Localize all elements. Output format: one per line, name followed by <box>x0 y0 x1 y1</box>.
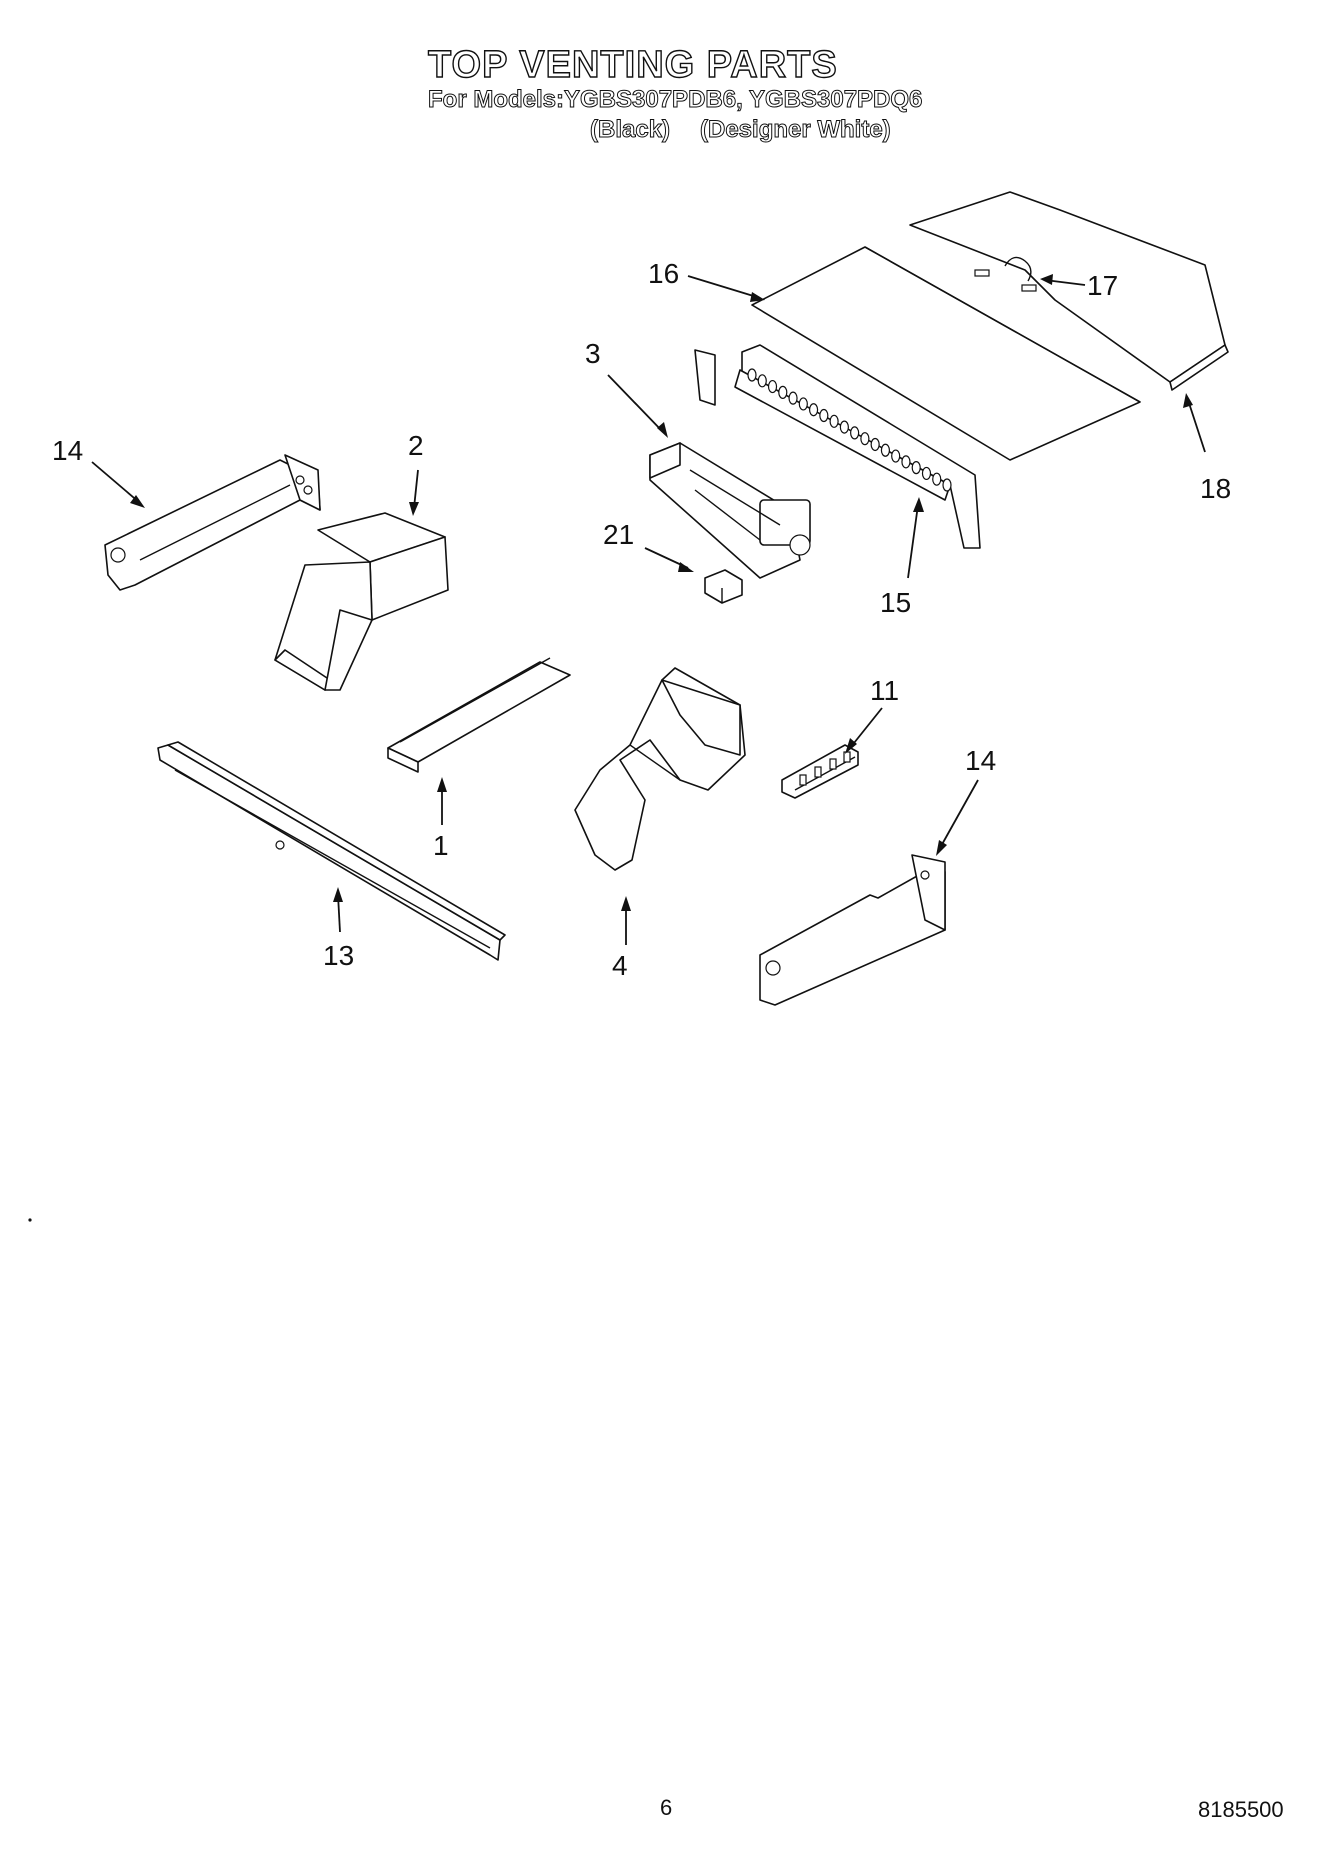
page-title: TOP VENTING PARTS <box>427 43 838 86</box>
perforation-slot <box>788 391 798 405</box>
part-4-heat-shield <box>574 667 746 871</box>
perforation-slot <box>891 449 901 463</box>
callout-1: 1 <box>433 777 449 861</box>
perforation-slot <box>860 432 870 446</box>
perforation-slot <box>798 397 808 411</box>
callout-16: 16 <box>648 258 765 302</box>
part-14-right-bracket <box>759 854 946 1006</box>
perforation-slot <box>880 443 891 457</box>
perforation-slot <box>911 461 921 475</box>
perforation-slot <box>767 379 778 394</box>
perforation-slot <box>819 408 829 423</box>
callout-label-4: 4 <box>612 950 628 981</box>
callout-label-14-left: 14 <box>52 435 83 466</box>
callout-4: 4 <box>612 896 631 981</box>
callout-21: 21 <box>603 519 694 572</box>
perforation-slot <box>747 368 757 382</box>
part-11-terminal-block <box>781 744 859 799</box>
perforation-slot <box>757 374 767 388</box>
models-line: For Models:YGBS307PDB6, YGBS307PDQ6 <box>427 86 923 114</box>
variant-black: (Black) <box>589 116 671 144</box>
perforation-slot <box>778 385 788 399</box>
callout-label-15: 15 <box>880 587 911 618</box>
callout-11: 11 <box>845 675 899 754</box>
callout-label-14-right: 14 <box>965 745 996 776</box>
callout-label-18: 18 <box>1200 473 1231 504</box>
callout-label-11: 11 <box>870 675 899 706</box>
document-number: 8185500 <box>1198 1797 1284 1822</box>
part-21-block <box>704 569 743 604</box>
part-14-left-bracket <box>104 454 321 591</box>
part-1-channel <box>387 657 571 773</box>
callout-label-13: 13 <box>323 940 354 971</box>
callout-18: 18 <box>1183 393 1231 504</box>
callout-label-17: 17 <box>1087 270 1118 301</box>
part-17-clip <box>974 256 1037 292</box>
page-number: 6 <box>660 1795 673 1820</box>
callout-3: 3 <box>585 338 668 438</box>
perforation-slot <box>901 455 911 469</box>
callout-15: 15 <box>880 497 924 618</box>
callout-2: 2 <box>408 430 424 516</box>
callout-label-3: 3 <box>585 338 601 369</box>
perforation-slot <box>921 466 932 481</box>
perforation-slot <box>932 472 942 486</box>
perforation-slot <box>808 403 819 417</box>
part-3-valve-assembly <box>649 442 811 579</box>
callout-13: 13 <box>323 887 354 971</box>
callout-label-16: 16 <box>648 258 679 289</box>
callout-14-left: 14 <box>52 435 145 508</box>
callout-label-21: 21 <box>603 519 634 550</box>
part-15-perforated-bracket <box>694 344 981 549</box>
perforation-slot <box>850 426 860 440</box>
callout-14-right: 14 <box>936 745 996 856</box>
perforation-slot <box>839 420 849 434</box>
variant-designer-white: (Designer White) <box>700 116 892 144</box>
callout-label-1: 1 <box>433 830 449 861</box>
perforation-slot <box>829 414 839 428</box>
part-16-vent-panel <box>751 246 1141 461</box>
part-2-duct <box>274 512 449 691</box>
callout-label-2: 2 <box>408 430 424 461</box>
part-13-rail <box>157 741 506 961</box>
part-18-top-panel <box>909 191 1229 391</box>
perforation-slot <box>870 437 880 452</box>
callout-17: 17 <box>1040 270 1118 301</box>
perforation-slot <box>942 478 952 492</box>
